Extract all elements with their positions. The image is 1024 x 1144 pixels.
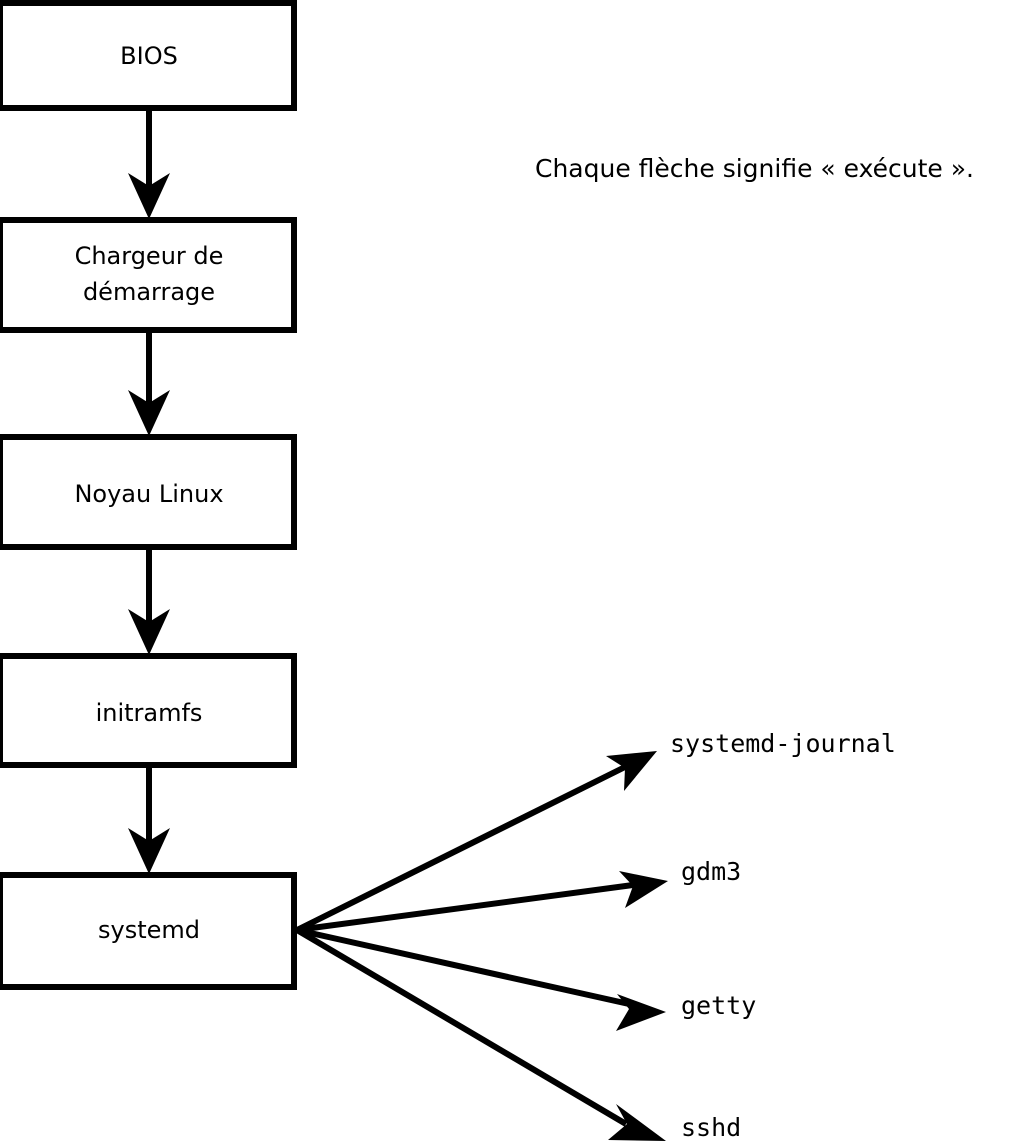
arrowhead-systemd-to-gdm3: [619, 871, 668, 908]
node-label-bootloader-line1: Chargeur de: [75, 242, 224, 270]
arrowhead-initramfs-to-systemd: [128, 828, 170, 874]
arrowhead-bios-to-bootloader: [128, 173, 170, 219]
edge-shaft-systemd-to-sshd: [295, 927, 628, 1127]
node-label-bios: BIOS: [120, 42, 178, 70]
node-label-initramfs: initramfs: [96, 699, 203, 727]
edge-shaft-systemd-to-systemd-journal: [295, 764, 627, 933]
edge-shaft-systemd-to-getty: [296, 927, 630, 1007]
node-box-kernel[interactable]: [0, 434, 297, 550]
node-box-initramfs[interactable]: [0, 653, 297, 768]
diagram-caption: Chaque flèche signifie « exécute ».: [535, 154, 974, 183]
arrowhead-systemd-to-systemd-journal: [606, 751, 657, 791]
node-box-systemd[interactable]: [0, 872, 297, 990]
service-label-sshd: sshd: [681, 1113, 741, 1142]
node-box-bootloader[interactable]: [0, 217, 297, 333]
service-label-systemd-journal: systemd-journal: [670, 729, 896, 758]
edge-shaft-systemd-to-gdm3: [296, 882, 634, 933]
node-label-kernel: Noyau Linux: [74, 480, 223, 508]
node-box-bios[interactable]: [0, 0, 297, 111]
arrowhead-systemd-to-getty: [616, 994, 666, 1031]
node-label-bootloader-line2: démarrage: [83, 278, 215, 306]
node-label-systemd: systemd: [98, 916, 200, 944]
arrowhead-kernel-to-initramfs: [128, 609, 170, 655]
arrowhead-systemd-to-sshd: [608, 1104, 666, 1141]
arrowhead-bootloader-to-kernel: [128, 390, 170, 436]
service-label-gdm3: gdm3: [681, 857, 741, 886]
service-label-getty: getty: [681, 991, 756, 1020]
